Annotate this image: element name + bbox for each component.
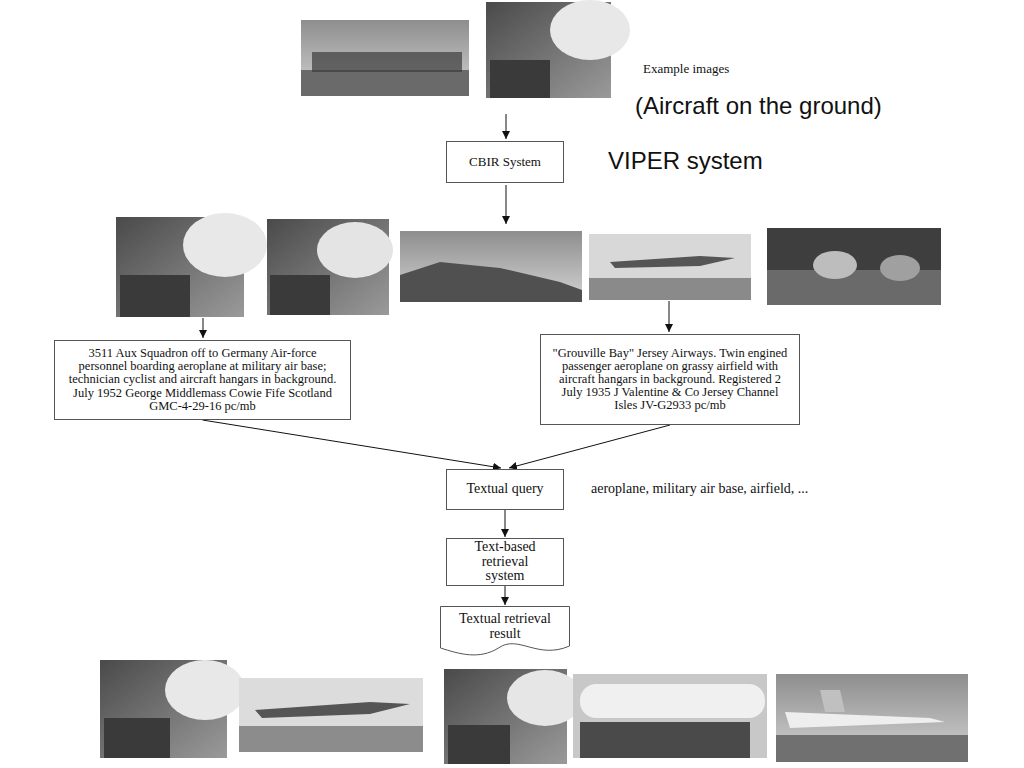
caption-box: "Grouville Bay" Jersey Airways. Twin eng…	[540, 334, 800, 425]
node-text: Textual retrieval result	[448, 612, 562, 641]
photo	[444, 669, 583, 764]
document-shape: Textual retrieval result	[440, 606, 570, 656]
photo	[767, 228, 941, 305]
caption-label: VIPER system	[608, 147, 763, 175]
photo	[301, 20, 469, 96]
photo	[116, 213, 267, 317]
document-outline-path	[441, 607, 570, 655]
flow-arrow	[506, 185, 507, 224]
node-text: Text-based retrieval system	[461, 540, 549, 584]
flow-arrow	[203, 318, 204, 338]
node-text: CBIR System	[453, 155, 557, 169]
flow-connector	[203, 420, 502, 468]
process-box: Textual query	[446, 469, 564, 510]
photo	[589, 234, 751, 300]
flow-connector	[509, 425, 670, 468]
flow-arrow	[506, 114, 507, 139]
caption-label: (Aircraft on the ground)	[635, 92, 882, 120]
caption-label: Example images	[643, 61, 729, 77]
caption-label: aeroplane, military air base, airfield, …	[591, 481, 808, 497]
node-text: "Grouville Bay" Jersey Airways. Twin eng…	[549, 347, 791, 413]
flow-connector	[505, 586, 506, 605]
photo	[239, 678, 423, 752]
flow-connector	[505, 510, 506, 537]
caption-box: 3511 Aux Squadron off to Germany Air-for…	[54, 340, 351, 420]
photo	[776, 674, 968, 762]
photo	[573, 674, 767, 758]
process-box: Text-based retrieval system	[446, 538, 564, 586]
flow-arrow	[669, 301, 670, 332]
photo	[100, 660, 245, 758]
process-box: CBIR System	[446, 141, 564, 183]
photo	[400, 231, 582, 302]
photo	[486, 0, 630, 98]
node-text: 3511 Aux Squadron off to Germany Air-for…	[63, 347, 342, 413]
photo	[267, 219, 393, 315]
node-text: Textual query	[453, 482, 557, 497]
